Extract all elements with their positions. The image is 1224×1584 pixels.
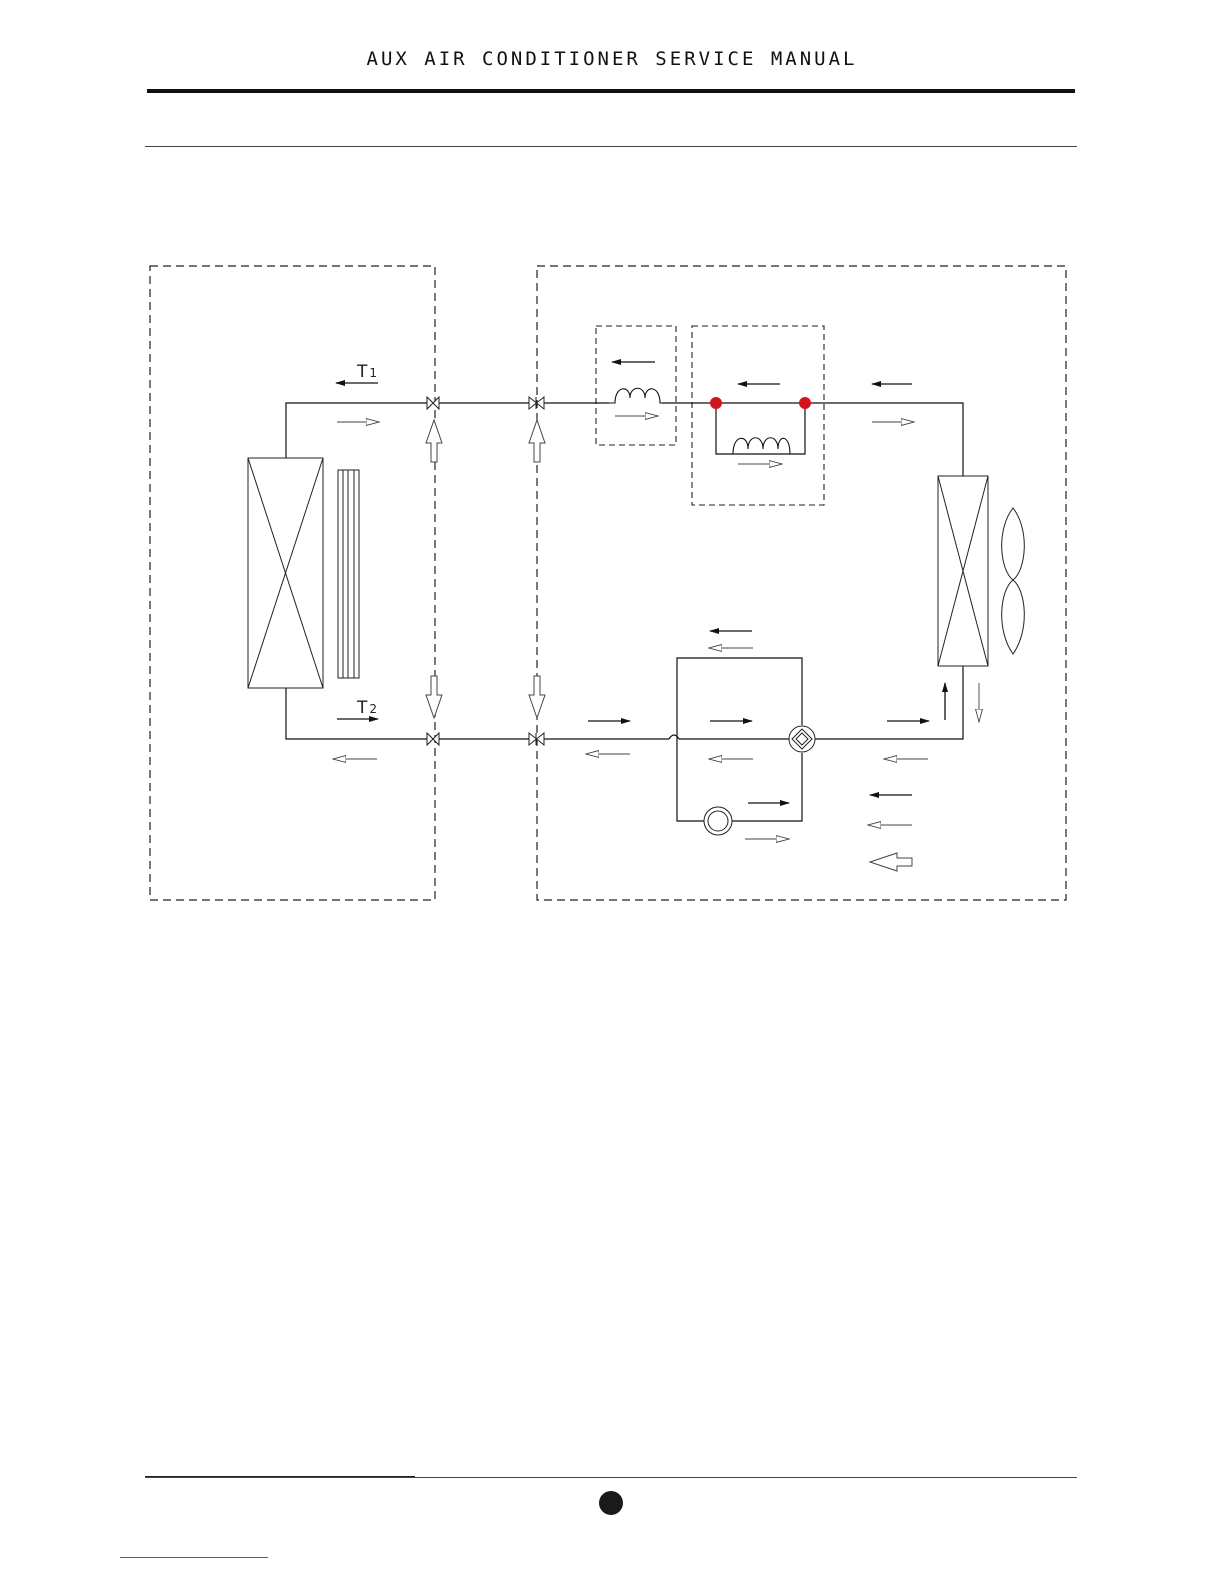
link-underline — [120, 1557, 268, 1558]
outdoor-heat-exchanger — [938, 476, 988, 666]
junction-node-left — [710, 397, 722, 409]
piping — [286, 403, 963, 821]
legend-hollow-arrow — [870, 853, 912, 871]
four-way-valve-icon — [789, 726, 815, 752]
flow-arrows-hollow — [333, 416, 979, 839]
valve-icon — [427, 397, 544, 745]
outdoor-fan-icon — [1002, 508, 1025, 654]
capillary-coil-1 — [609, 388, 662, 403]
capillary-coil-2 — [733, 438, 790, 454]
compressor-icon — [704, 807, 732, 835]
indoor-fan — [338, 470, 359, 678]
indoor-heat-exchanger — [248, 458, 323, 688]
indoor-unit-boundary — [150, 266, 435, 900]
footer-rule — [145, 1477, 1077, 1478]
capillary-box-1 — [596, 326, 676, 445]
connector-arrows — [426, 420, 545, 718]
junction-node-right — [799, 397, 811, 409]
page-number-marker — [599, 1491, 623, 1515]
capillary-box-2 — [692, 326, 824, 505]
